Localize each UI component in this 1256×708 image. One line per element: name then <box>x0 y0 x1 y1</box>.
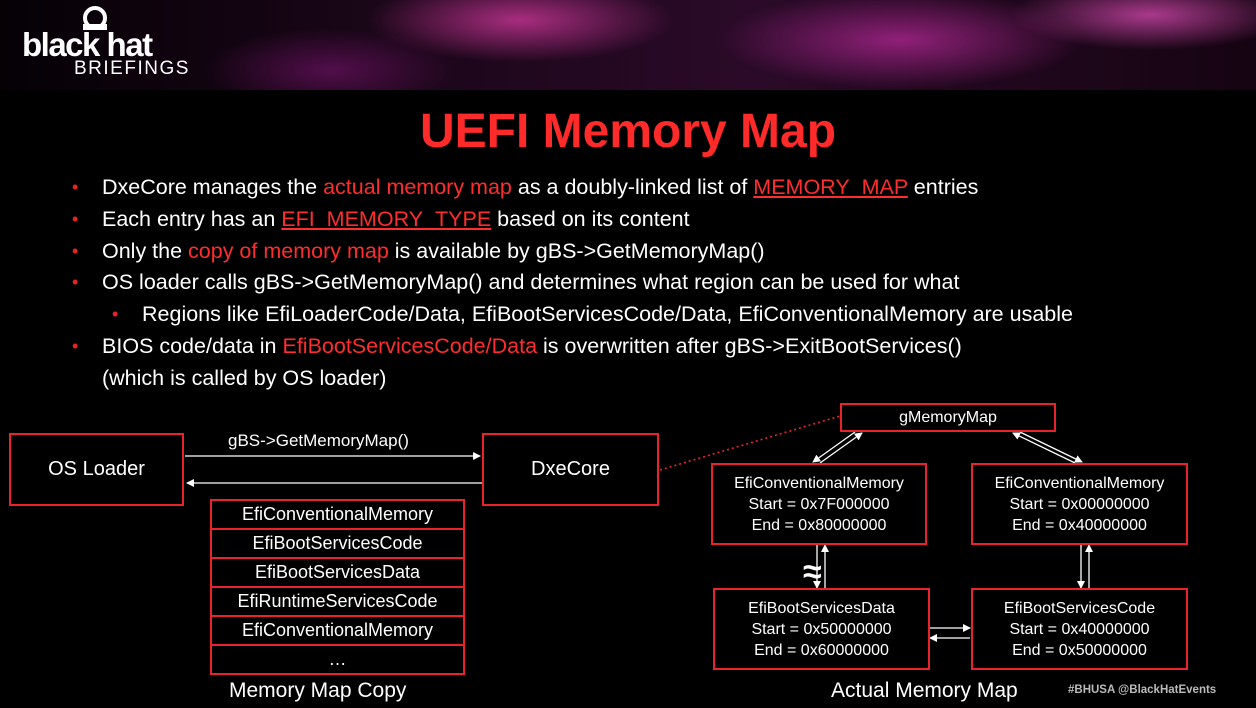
bullet-item: • Each entry has an EFI_MEMORY_TYPE based… <box>72 204 1073 236</box>
bullet-text: OS loader calls gBS->GetMemoryMap() and … <box>102 270 960 295</box>
memory-map-copy-row: EfiRuntimeServicesCode <box>210 586 465 617</box>
node-start: Start = 0x40000000 <box>1009 620 1150 638</box>
bullet-text: based on its content <box>491 206 690 231</box>
bullet-item: • BIOS code/data in EfiBootServicesCode/D… <box>72 331 1073 363</box>
dxecore-box: DxeCore <box>482 433 659 506</box>
node-type: EfiConventionalMemory <box>994 474 1165 492</box>
bullet-item: • Only the copy of memory map is availabl… <box>72 236 1073 268</box>
bullet-dot-icon: • <box>72 240 79 261</box>
bullet-text: Each entry has an <box>102 206 282 231</box>
bullet-dot-icon: • <box>72 208 79 229</box>
header-banner: black hat BRIEFINGS <box>0 0 1256 90</box>
memory-map-copy-row: EfiBootServicesData <box>210 557 465 588</box>
bullet-text: is available by gBS->GetMemoryMap() <box>388 238 765 263</box>
node-end: End = 0x50000000 <box>1012 641 1147 659</box>
bullet-text: Regions like EfiLoaderCode/Data, EfiBoot… <box>142 302 1073 327</box>
highlight-text: EFI_MEMORY_TYPE <box>281 206 492 231</box>
node-top-left: EfiConventionalMemory Start = 0x7F000000… <box>711 463 927 545</box>
slide-title: UEFI Memory Map <box>419 105 837 158</box>
bullet-item: • DxeCore manages the actual memory map a… <box>72 172 1073 204</box>
bullet-dot-icon: • <box>72 177 79 197</box>
hat-icon <box>83 6 107 30</box>
node-end: End = 0x40000000 <box>1012 516 1147 534</box>
bullet-text: DxeCore manages the <box>102 175 324 199</box>
blackhat-logo: black hat BRIEFINGS <box>22 4 202 78</box>
logo-brand: black hat <box>22 26 153 63</box>
link-arrow <box>1012 432 1076 464</box>
memory-map-copy-row: EfiConventionalMemory <box>210 615 465 646</box>
copy-caption: Memory Map Copy <box>229 679 407 702</box>
link-arrow <box>819 432 863 464</box>
dxecore-link <box>659 415 841 471</box>
bullet-item: • OS loader calls gBS->GetMemoryMap() and… <box>72 267 1073 299</box>
link-arrow <box>1019 431 1083 463</box>
node-type: EfiBootServicesCode <box>1003 599 1156 617</box>
os-loader-box: OS Loader <box>9 433 184 506</box>
bullet-dot-icon: • <box>72 272 79 293</box>
call-label: gBS->GetMemoryMap() <box>228 431 409 450</box>
node-start: Start = 0x7F000000 <box>748 495 890 513</box>
highlight-text: copy of memory map <box>188 238 389 263</box>
node-start: Start = 0x00000000 <box>1009 495 1150 513</box>
gmemorymap-box: gMemoryMap <box>840 403 1056 432</box>
node-end: End = 0x80000000 <box>751 516 887 534</box>
footer-tags: #BHUSA @BlackHatEvents <box>1068 684 1217 696</box>
bullet-dot-icon: • <box>72 335 79 356</box>
bullet-text: Only the <box>102 238 189 263</box>
highlight-text: EfiBootServicesCode/Data <box>282 333 538 358</box>
approx-symbol: ≈ <box>803 553 822 591</box>
node-type: EfiConventionalMemory <box>734 474 904 492</box>
memory-map-copy-row: EfiBootServicesCode <box>210 528 465 559</box>
node-start: Start = 0x50000000 <box>751 620 892 638</box>
bullet-text: entries <box>907 175 979 199</box>
memory-map-copy-row: … <box>210 644 465 675</box>
bullet-list: • DxeCore manages the actual memory map a… <box>72 172 1073 395</box>
bullet-text: BIOS code/data in <box>102 333 283 358</box>
bullet-text: (which is called by OS loader) <box>102 365 387 390</box>
logo-sub: BRIEFINGS <box>74 58 190 79</box>
actual-caption: Actual Memory Map <box>831 679 1018 702</box>
memory-map-copy-row: EfiConventionalMemory <box>210 499 465 530</box>
bullet-item: (which is called by OS loader) <box>72 363 1073 395</box>
link-arrow <box>812 431 856 463</box>
node-end: End = 0x60000000 <box>754 641 889 659</box>
bullet-dot-icon: • <box>112 304 119 325</box>
bullet-text: is overwritten after gBS->ExitBootServic… <box>537 333 962 358</box>
highlight-text: actual memory map <box>323 175 512 199</box>
node-top-right: EfiConventionalMemory Start = 0x00000000… <box>971 463 1188 545</box>
highlight-text: MEMORY_MAP <box>753 175 908 199</box>
bullet-item: • Regions like EfiLoaderCode/Data, EfiBoo… <box>72 299 1073 331</box>
node-bottom-right: EfiBootServicesCode Start = 0x40000000 E… <box>971 588 1188 670</box>
node-type: EfiBootServicesData <box>748 599 895 617</box>
bullet-text: as a doubly-linked list of <box>511 175 754 199</box>
node-bottom-left: EfiBootServicesData Start = 0x50000000 E… <box>713 588 930 670</box>
